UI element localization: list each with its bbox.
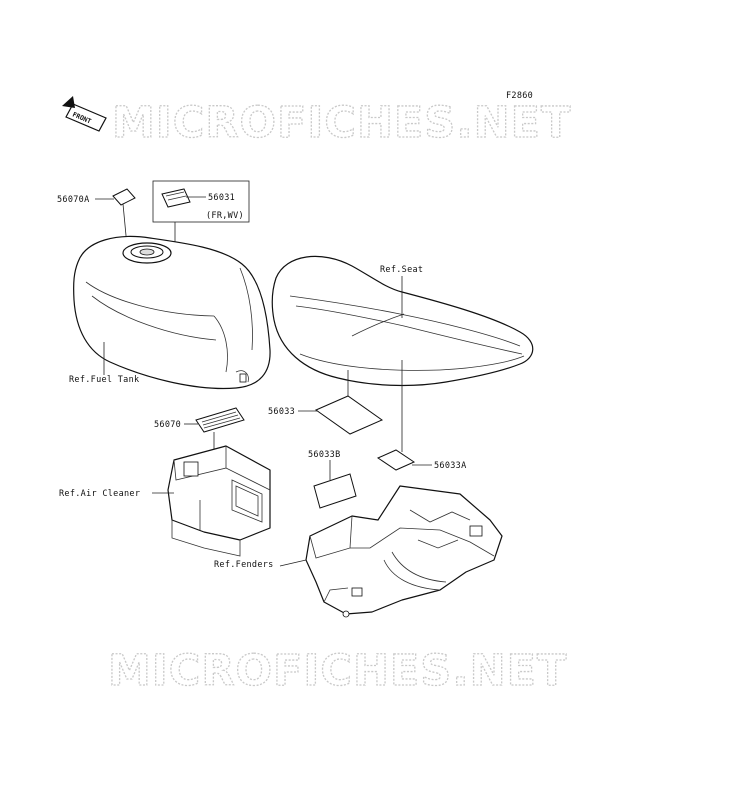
watermark-bottom: MICROFICHES.NET (108, 646, 567, 696)
fenders-drawing (279, 485, 503, 618)
ref-fuel-tank-label: Ref.Fuel Tank (69, 375, 139, 385)
part-number-56033: 56033 (268, 407, 295, 417)
watermark-top: MICROFICHES.NET (112, 98, 571, 148)
part-number-56033A: 56033A (434, 461, 467, 471)
part-number-56033B: 56033B (308, 450, 341, 460)
part-number-56031-note: (FR,WV) (206, 211, 244, 221)
fuel-tank-drawing (73, 235, 271, 390)
part-number-56070A: 56070A (57, 195, 90, 205)
air-cleaner-drawing (152, 445, 271, 557)
label-sticker-56070 (184, 407, 245, 462)
label-sticker-56033B (313, 460, 357, 509)
part-number-56070: 56070 (154, 420, 181, 430)
label-sticker-56033 (298, 395, 384, 435)
ref-seat-label: Ref.Seat (380, 265, 423, 275)
part-number-56031: 56031 (208, 193, 235, 203)
front-arrow-icon: FRONT (62, 96, 107, 132)
seat-drawing (271, 255, 534, 452)
label-sticker-56033A (376, 449, 432, 471)
label-sticker-56031 (152, 180, 250, 268)
ref-fenders-label: Ref.Fenders (214, 560, 274, 570)
diagram-code: F2860 (506, 91, 533, 101)
ref-air-cleaner-label: Ref.Air Cleaner (59, 489, 140, 499)
label-sticker-56070A (95, 188, 136, 247)
